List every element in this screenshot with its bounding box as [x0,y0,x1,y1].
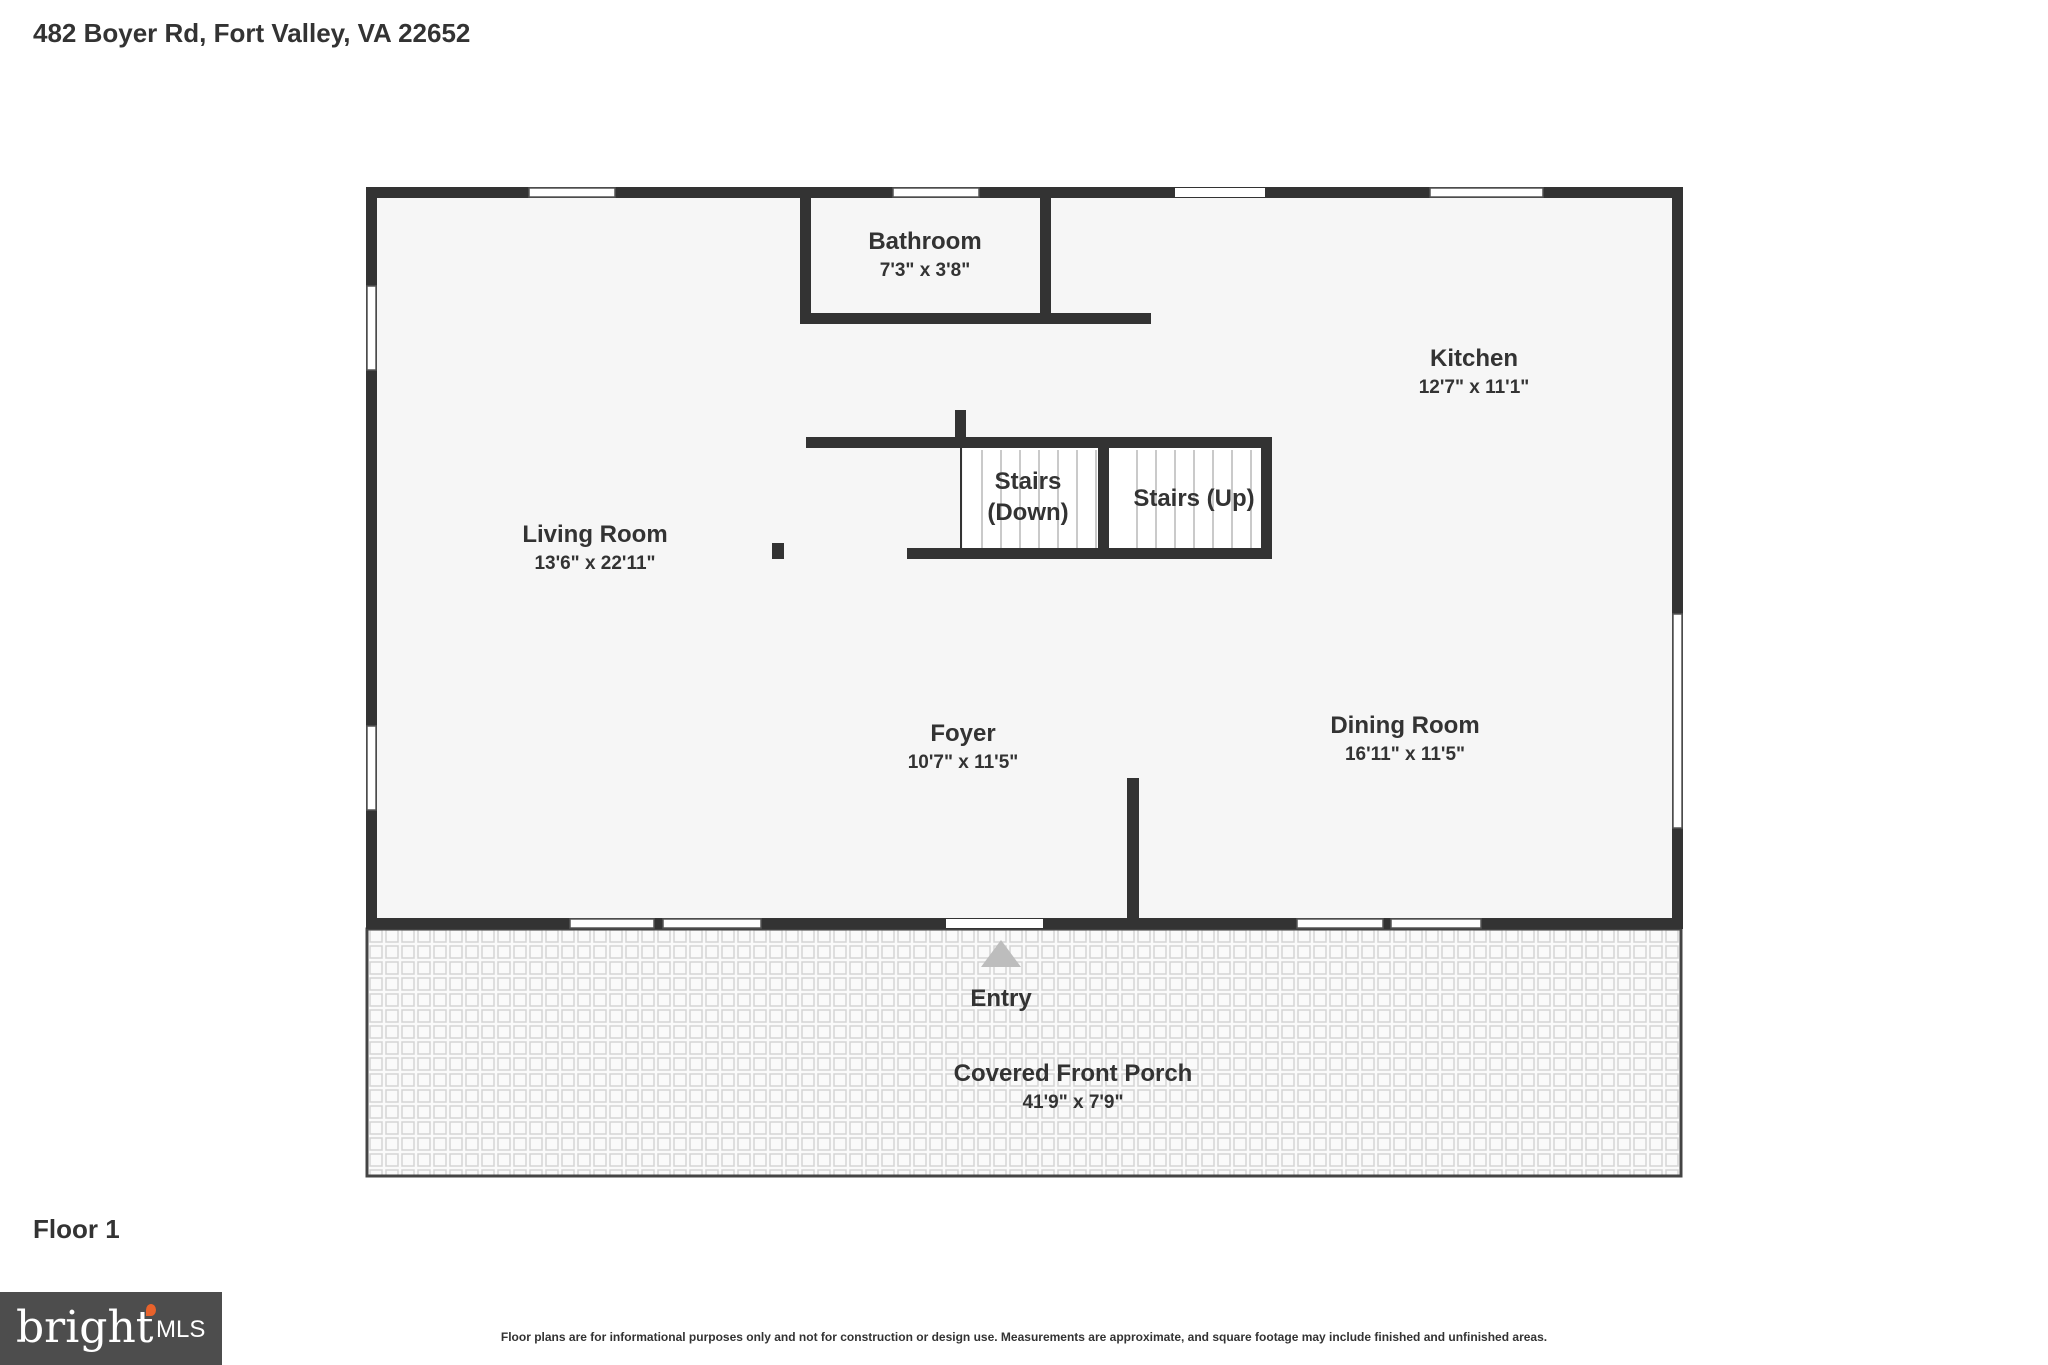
interior-partitions [772,543,1139,923]
bright-mls-logo: bright MLS [0,1292,222,1365]
stairs-down-label-line2: (Down) [987,499,1068,526]
stairs-down-label: Stairs [995,468,1062,495]
porch-dims: 41'9" x 7'9" [1022,1092,1123,1113]
floor-label: Floor 1 [33,1214,120,1244]
bathroom-dims: 7'3" x 3'8" [880,260,970,281]
logo-brand: bright [16,1302,154,1353]
living-room-label: Living Room [522,521,667,548]
foyer-label: Foyer [930,720,995,747]
dining-room-dims: 16'11" x 11'5" [1345,744,1465,765]
living-room-dims: 13'6" x 22'11" [534,553,655,574]
flame-icon [146,1304,156,1316]
porch-area [365,927,1683,1178]
bathroom-label: Bathroom [868,228,981,255]
property-address: 482 Boyer Rd, Fort Valley, VA 22652 [33,18,471,48]
stairs [806,410,1272,559]
bathroom-walls [800,193,1151,324]
logo-suffix: MLS [156,1316,206,1343]
kitchen-dims: 12'7" x 11'1" [1419,377,1530,398]
dining-room-label: Dining Room [1330,712,1479,739]
entry-label: Entry [970,985,1032,1012]
foyer-dims: 10'7" x 11'5" [908,752,1019,773]
windows [366,187,1683,929]
stairs-up-label: Stairs (Up) [1133,485,1254,512]
disclaimer-text: Floor plans are for informational purpos… [500,1330,1548,1344]
kitchen-label: Kitchen [1430,345,1518,372]
porch-label: Covered Front Porch [954,1060,1193,1087]
entry-arrow-icon [981,940,1021,967]
